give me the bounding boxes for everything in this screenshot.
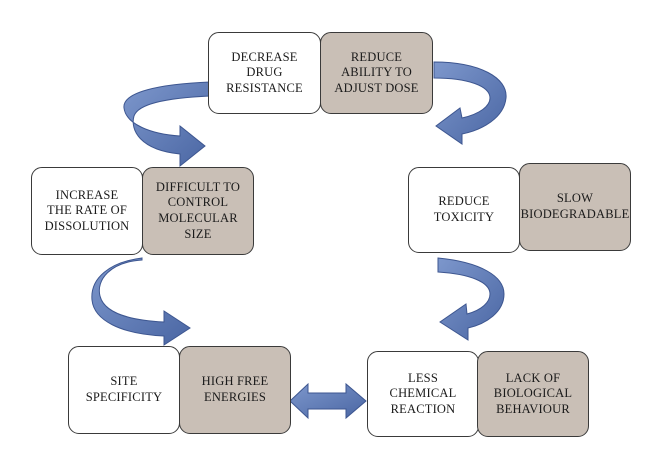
disadvantage-box: SLOW BIODEGRADABLE xyxy=(519,163,631,251)
curved-arrow-top-right-icon xyxy=(433,61,507,145)
curved-arrow-top-left-icon xyxy=(123,81,211,168)
curved-arrow-left-icon xyxy=(91,257,191,346)
disadvantage-box: DIFFICULT TO CONTROL MOLECULAR SIZE xyxy=(142,167,254,255)
advantage-box: DECREASE DRUG RESISTANCE xyxy=(208,32,321,114)
disadvantage-box: LACK OF BIOLOGICAL BEHAVIOUR xyxy=(477,351,589,437)
disadvantage-box: HIGH FREE ENERGIES xyxy=(179,346,291,434)
advantage-box: REDUCE TOXICITY xyxy=(408,167,520,253)
advantage-box: SITE SPECIFICITY xyxy=(68,346,180,434)
advantage-box: LESS CHEMICAL REACTION xyxy=(367,351,479,437)
advantage-box: INCREASE THE RATE OF DISSOLUTION xyxy=(31,167,143,255)
curved-arrow-right-icon xyxy=(437,257,505,341)
disadvantage-box: REDUCE ABILITY TO ADJUST DOSE xyxy=(320,32,433,114)
double-arrow-bottom-icon xyxy=(289,382,367,420)
